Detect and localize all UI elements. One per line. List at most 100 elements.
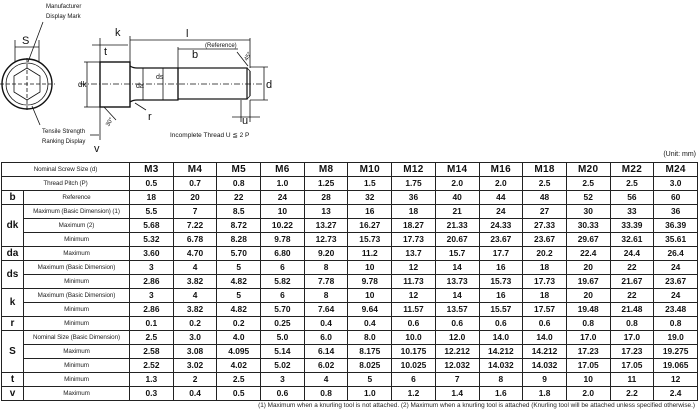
- value-cell: 52: [565, 190, 611, 205]
- value-cell: 0.8: [609, 316, 655, 331]
- value-cell: 12.0: [434, 330, 480, 345]
- value-cell: 11: [609, 372, 655, 387]
- value-cell: 14: [434, 260, 480, 275]
- value-cell: 10: [260, 204, 305, 219]
- value-cell: 4: [303, 372, 349, 387]
- value-cell: 9.64: [347, 302, 393, 317]
- size-header: M10: [347, 162, 393, 177]
- symbol-cell: r: [1, 316, 24, 331]
- value-cell: 23.67: [478, 232, 524, 247]
- value-cell: 5.70: [216, 246, 262, 261]
- row-label: Minimum: [23, 232, 130, 247]
- dim-d: d: [266, 79, 272, 91]
- incomplete-thread-note: Incomplete Thread U ≦ 2 P: [170, 132, 249, 139]
- value-cell: 19.48: [565, 302, 611, 317]
- symbol-cell: v: [1, 386, 24, 401]
- value-cell: 17.23: [565, 344, 611, 359]
- size-header: M18: [522, 162, 567, 177]
- value-cell: 19.065: [653, 358, 698, 373]
- pitch-cell: 2.5: [522, 176, 567, 191]
- value-cell: 20.2: [522, 246, 567, 261]
- pitch-cell: 2.0: [434, 176, 480, 191]
- value-cell: 2.5: [129, 330, 174, 345]
- row-label: Minimum: [23, 372, 130, 387]
- value-cell: 13: [303, 204, 349, 219]
- size-header-label: Nominal Screw Size (d): [1, 162, 130, 177]
- value-cell: 18: [522, 288, 567, 303]
- value-cell: 0.25: [260, 316, 305, 331]
- value-cell: 15.73: [347, 232, 393, 247]
- value-cell: 2: [172, 372, 218, 387]
- value-cell: 18: [391, 204, 436, 219]
- row-label: Maximum (Basic Dimension): [23, 260, 130, 275]
- value-cell: 8.025: [347, 358, 393, 373]
- value-cell: 5.68: [129, 218, 174, 233]
- value-cell: 32.61: [609, 232, 655, 247]
- value-cell: 10.175: [391, 344, 436, 359]
- value-cell: 60: [653, 190, 698, 205]
- value-cell: 8.175: [347, 344, 393, 359]
- value-cell: 14.212: [478, 344, 524, 359]
- value-cell: 29.67: [565, 232, 611, 247]
- dim-v: v: [94, 143, 100, 155]
- value-cell: 9.20: [303, 246, 349, 261]
- value-cell: 17.23: [609, 344, 655, 359]
- symbol-cell: dk: [1, 204, 24, 247]
- value-cell: 16: [478, 288, 524, 303]
- pitch-cell: 1.75: [391, 176, 436, 191]
- value-cell: 0.6: [478, 316, 524, 331]
- value-cell: 0.6: [434, 316, 480, 331]
- dim-t: t: [104, 46, 107, 58]
- value-cell: 5: [216, 260, 262, 275]
- value-cell: 30: [565, 204, 611, 219]
- size-header: M24: [653, 162, 698, 177]
- value-cell: 0.2: [172, 316, 218, 331]
- size-header: M20: [565, 162, 611, 177]
- value-cell: 7: [434, 372, 480, 387]
- pitch-cell: 2.5: [565, 176, 611, 191]
- value-cell: 3.0: [172, 330, 218, 345]
- pitch-cell: 1.25: [303, 176, 349, 191]
- value-cell: 3.60: [129, 246, 174, 261]
- value-cell: 4.82: [216, 302, 262, 317]
- value-cell: 13.7: [391, 246, 436, 261]
- dim-ds: ds: [156, 74, 164, 81]
- value-cell: 15.57: [478, 302, 524, 317]
- pitch-cell: 1.5: [347, 176, 393, 191]
- value-cell: 0.6: [260, 386, 305, 401]
- row-label: Maximum (2): [23, 218, 130, 233]
- value-cell: 4.02: [216, 358, 262, 373]
- value-cell: 4.70: [172, 246, 218, 261]
- value-cell: 17.05: [565, 358, 611, 373]
- value-cell: 5.0: [260, 330, 305, 345]
- angle-45: 45°: [244, 51, 254, 62]
- value-cell: 4: [172, 260, 218, 275]
- value-cell: 6: [260, 260, 305, 275]
- value-cell: 3.08: [172, 344, 218, 359]
- value-cell: 21.48: [609, 302, 655, 317]
- value-cell: 33.39: [609, 218, 655, 233]
- value-cell: 7.64: [303, 302, 349, 317]
- value-cell: 0.8: [653, 316, 698, 331]
- size-header: M12: [391, 162, 436, 177]
- value-cell: 30.33: [565, 218, 611, 233]
- row-label: Reference: [23, 190, 130, 205]
- value-cell: 13.27: [303, 218, 349, 233]
- value-cell: 7: [172, 204, 218, 219]
- value-cell: 17.7: [478, 246, 524, 261]
- dim-l: l: [186, 28, 188, 40]
- value-cell: 36: [653, 204, 698, 219]
- value-cell: 6: [391, 372, 436, 387]
- value-cell: 21: [434, 204, 480, 219]
- row-label: Maximum: [23, 246, 130, 261]
- value-cell: 13.57: [434, 302, 480, 317]
- value-cell: 5.32: [129, 232, 174, 247]
- value-cell: 36: [391, 190, 436, 205]
- value-cell: 6.02: [303, 358, 349, 373]
- value-cell: 15.73: [478, 274, 524, 289]
